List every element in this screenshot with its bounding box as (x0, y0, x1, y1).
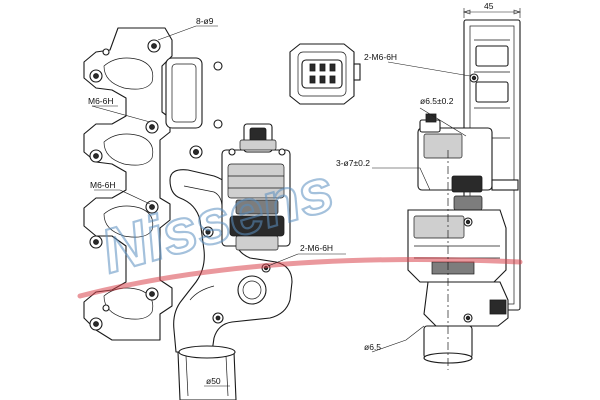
label-thread-mount: 2-M6-6H (300, 243, 333, 253)
label-dia-bottom: ø6.5 (364, 342, 381, 352)
label-stud-upper: M6-6H (88, 96, 114, 106)
label-holes-front: 8-ø9 (196, 16, 214, 26)
label-dia-outlet: ø50 (206, 376, 221, 386)
bolt-holes (89, 39, 161, 331)
label-width-dim: 45 (484, 1, 494, 11)
watermark-swoosh (77, 257, 523, 299)
connector-face (289, 43, 361, 105)
label-stud-lower: M6-6H (90, 180, 116, 190)
watermark-text-blue: Nissens (94, 155, 342, 287)
manifold-flange (83, 27, 223, 341)
actuator-front (221, 123, 291, 251)
label-dia-three: 3-ø7±0.2 (336, 158, 370, 168)
side-view (407, 19, 521, 364)
label-thread-side: 2-M6-6H (364, 52, 397, 62)
dimension-labels: 8-ø9 M6-6H M6-6H 2-M6-6H 2-M6-6H ø6.5±0.… (88, 1, 494, 386)
label-dia-small: ø6.5±0.2 (420, 96, 454, 106)
dimension-leaders (91, 8, 521, 387)
